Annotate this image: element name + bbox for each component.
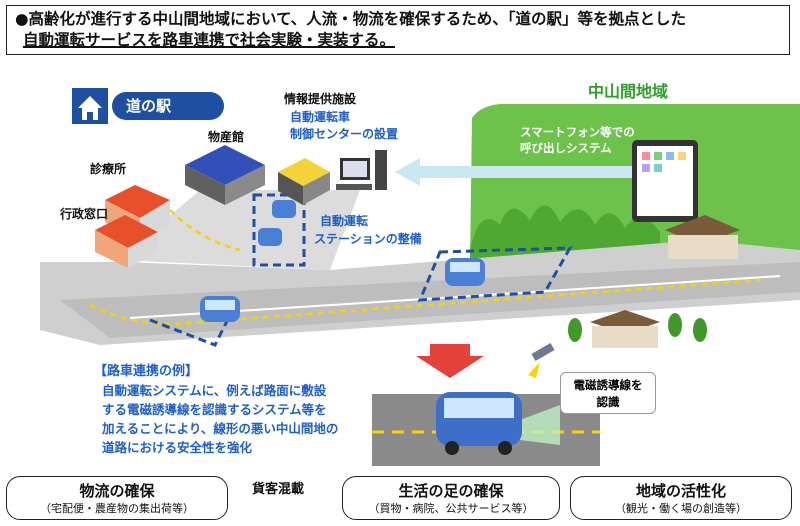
station-name: 道の駅: [112, 92, 224, 120]
trees-right: [568, 313, 707, 342]
auto-station-line1: 自動運転: [320, 214, 369, 228]
products-hall-label: 物産館: [208, 130, 245, 144]
call-system-line2: 呼び出しシステム: [520, 141, 612, 155]
regional-sub: （観光・働く場の創造等）: [615, 502, 747, 515]
admin-building: [95, 215, 158, 268]
scene-illustration: [40, 104, 800, 466]
induction-line-callout: 電磁誘導線を 認識: [560, 372, 656, 414]
zone-connector: [149, 304, 237, 347]
mountain-area-title: 中山間地域: [588, 82, 669, 101]
admin-window-label: 行政窓口: [60, 207, 109, 221]
headline-line2: 自動運転サービスを路車連携で社会実験・実装する。: [23, 31, 396, 49]
example-line4: 道路における安全性を強化: [102, 440, 253, 455]
callout-line1: 電磁誘導線を: [573, 378, 643, 392]
vehicle-road-zone: [445, 258, 485, 286]
example-line2: する電磁誘導線を認識するシステム等を: [102, 402, 327, 417]
control-center-line2: 制御センターの設置: [290, 127, 399, 141]
headline-line1: ●高齢化が進行する中山間地域において、人流・物流を確保するため、「道の駅」等を拠…: [15, 10, 687, 28]
house-upper: [665, 215, 740, 259]
satellite-icon: [528, 343, 555, 378]
example-title: 【路車連携の例】: [94, 364, 199, 379]
daily-life-title: 生活の足の確保: [398, 482, 504, 500]
callout-line2: 認識: [596, 395, 620, 409]
info-provider-label: 情報提供施設: [284, 92, 357, 106]
vehicle-station-1: [272, 200, 296, 218]
vehicle-station-2: [258, 228, 282, 246]
example-line1: 自動運転システムに、例えば路面に敷設: [102, 383, 327, 398]
example-line3: 加えることにより、線形の悪い中山間地の: [102, 421, 339, 436]
clinic-label: 診療所: [90, 162, 127, 176]
sensor-beam: [520, 405, 560, 445]
logistics-title: 物流の確保: [79, 482, 155, 500]
computer-icon: [336, 150, 387, 190]
road-yellow-dash: [89, 278, 761, 326]
down-arrow: [416, 344, 484, 378]
headline-box: ●高齢化が進行する中山間地域において、人流・物流を確保するため、「道の駅」等を拠…: [6, 5, 790, 55]
auto-station-line2: ステーションの整備: [314, 232, 422, 246]
regional-box: 地域の活性化 （観光・働く場の創造等）: [570, 476, 792, 520]
house-lower: [590, 310, 660, 348]
call-system-line1: スマートフォン等での: [520, 125, 635, 139]
logistics-sub: （宅配便・農産物の集出荷等）: [40, 502, 194, 515]
tablet-icon: [632, 140, 698, 222]
road-vehicle-example: 【路車連携の例】 自動運転システムに、例えば路面に敷設 する電磁誘導線を認識する…: [94, 362, 338, 457]
station-badge: 道の駅: [72, 88, 224, 124]
logistics-box: 物流の確保 （宅配便・農産物の集出荷等）: [6, 476, 228, 520]
signal-arrow: [395, 158, 640, 186]
mixed-cargo-label: 貨客混載: [252, 482, 305, 497]
vehicle-lower: [436, 392, 522, 455]
vehicle-road-left: [200, 296, 240, 322]
daily-life-box: 生活の足の確保 （買物・病院、公共サービス等）: [342, 476, 560, 520]
daily-life-sub: （買物・病院、公共サービス等）: [368, 502, 534, 515]
control-center-line1: 自動運転車: [290, 110, 351, 124]
regional-title: 地域の活性化: [635, 482, 726, 500]
parking-lot: [118, 190, 360, 270]
roadside-station-icon: [72, 88, 108, 124]
products-hall-building: [185, 145, 265, 205]
station-zone-left: [252, 193, 306, 267]
info-facility-building: [278, 158, 330, 205]
